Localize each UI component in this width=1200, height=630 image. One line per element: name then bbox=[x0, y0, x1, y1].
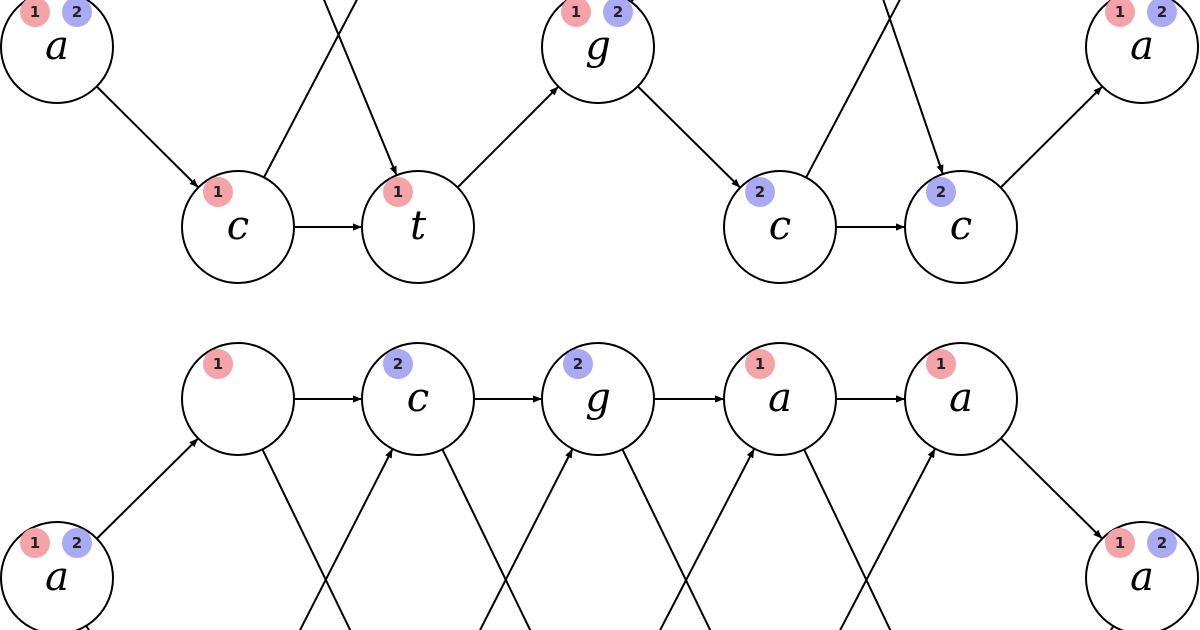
edge-arrow bbox=[659, 448, 756, 630]
graph-node: c2 bbox=[361, 342, 475, 456]
graph-node: c2 bbox=[723, 170, 837, 284]
edge-line bbox=[805, 0, 901, 178]
node-label: c bbox=[227, 203, 249, 249]
badge-1-circle bbox=[1105, 0, 1135, 27]
badge-2-circle bbox=[603, 0, 633, 27]
badge-label: 1 bbox=[936, 355, 946, 373]
badge-label: 1 bbox=[393, 183, 403, 201]
node-label: g bbox=[585, 23, 611, 69]
node-label: g bbox=[585, 375, 611, 421]
graph-node: c2 bbox=[904, 170, 1018, 284]
graph-node: a1 2 bbox=[0, 521, 114, 630]
badge-label: 2 bbox=[72, 534, 82, 552]
badge-label: 2 bbox=[1157, 534, 1167, 552]
badge-label: 1 bbox=[213, 183, 223, 201]
graph-node: g1 2 bbox=[541, 0, 655, 104]
edge-arrow bbox=[96, 437, 199, 540]
node-label: t bbox=[410, 203, 427, 249]
badge-2-circle bbox=[1147, 528, 1177, 558]
node-circle bbox=[181, 342, 295, 456]
badge-2-circle bbox=[62, 528, 92, 558]
edges-layer bbox=[85, 0, 1115, 630]
badge-label: 1 bbox=[1115, 534, 1125, 552]
badge-2-circle bbox=[1147, 0, 1177, 27]
badge-1-circle bbox=[383, 177, 413, 207]
badge-2-circle bbox=[745, 177, 775, 207]
node-label: c bbox=[407, 375, 429, 421]
badge-2-circle bbox=[383, 349, 413, 379]
badge-label: 1 bbox=[1115, 3, 1125, 21]
edge-arrow bbox=[1000, 85, 1103, 189]
node-label: a bbox=[1130, 23, 1154, 69]
edge-line bbox=[621, 448, 712, 630]
edge-line bbox=[261, 448, 352, 630]
badge-1-circle bbox=[745, 349, 775, 379]
graph-node: a1 2 bbox=[1085, 0, 1199, 104]
node-label: a bbox=[1130, 554, 1154, 600]
edge-arrow bbox=[882, 0, 944, 175]
edge-arrow bbox=[323, 0, 398, 176]
graph-node: a1 bbox=[723, 342, 837, 456]
badge-label: 1 bbox=[30, 3, 40, 21]
edge-arrow bbox=[478, 448, 574, 630]
node-label: c bbox=[950, 203, 972, 249]
badge-label: 2 bbox=[1157, 3, 1167, 21]
badge-label: 2 bbox=[393, 355, 403, 373]
edge-arrow bbox=[637, 85, 741, 189]
edge-line bbox=[803, 449, 892, 630]
edge-arrow bbox=[298, 448, 394, 630]
graph-node: a1 bbox=[904, 342, 1018, 456]
badge-label: 2 bbox=[72, 3, 82, 21]
badge-2-circle bbox=[926, 177, 956, 207]
badge-label: 2 bbox=[755, 183, 765, 201]
badge-label: 1 bbox=[213, 355, 223, 373]
node-label: c bbox=[769, 203, 791, 249]
badge-1-circle bbox=[561, 0, 591, 27]
badge-2-circle bbox=[62, 0, 92, 27]
badge-label: 2 bbox=[936, 183, 946, 201]
edge-arrow bbox=[456, 85, 560, 189]
badge-1-circle bbox=[20, 528, 50, 558]
edge-line bbox=[85, 625, 91, 630]
graph-node: a1 2 bbox=[1085, 521, 1199, 630]
badge-1-circle bbox=[20, 0, 50, 27]
badge-label: 1 bbox=[571, 3, 581, 21]
node-label: a bbox=[45, 554, 69, 600]
edge-arrow bbox=[839, 448, 936, 630]
edge-arrow bbox=[96, 85, 199, 189]
edge-line bbox=[630, 0, 634, 3]
edge-line bbox=[441, 448, 532, 630]
graph-node: c1 bbox=[181, 170, 295, 284]
edge-line bbox=[263, 0, 358, 178]
graph-node: t1 bbox=[361, 170, 475, 284]
badge-1-circle bbox=[926, 349, 956, 379]
badge-label: 2 bbox=[573, 355, 583, 373]
node-label: a bbox=[949, 375, 973, 421]
badge-2-circle bbox=[563, 349, 593, 379]
node-label: a bbox=[45, 23, 69, 69]
badge-label: 1 bbox=[755, 355, 765, 373]
graph-node: a1 2 bbox=[0, 0, 114, 104]
node-label: a bbox=[768, 375, 792, 421]
badge-label: 1 bbox=[30, 534, 40, 552]
edge-line bbox=[1109, 625, 1115, 630]
badge-1-circle bbox=[203, 177, 233, 207]
graph-node: 1 bbox=[181, 342, 295, 456]
badge-label: 2 bbox=[613, 3, 623, 21]
badge-1-circle bbox=[1105, 528, 1135, 558]
edge-arrow bbox=[1000, 437, 1103, 540]
graph-node: g2 bbox=[541, 342, 655, 456]
badge-1-circle bbox=[203, 349, 233, 379]
